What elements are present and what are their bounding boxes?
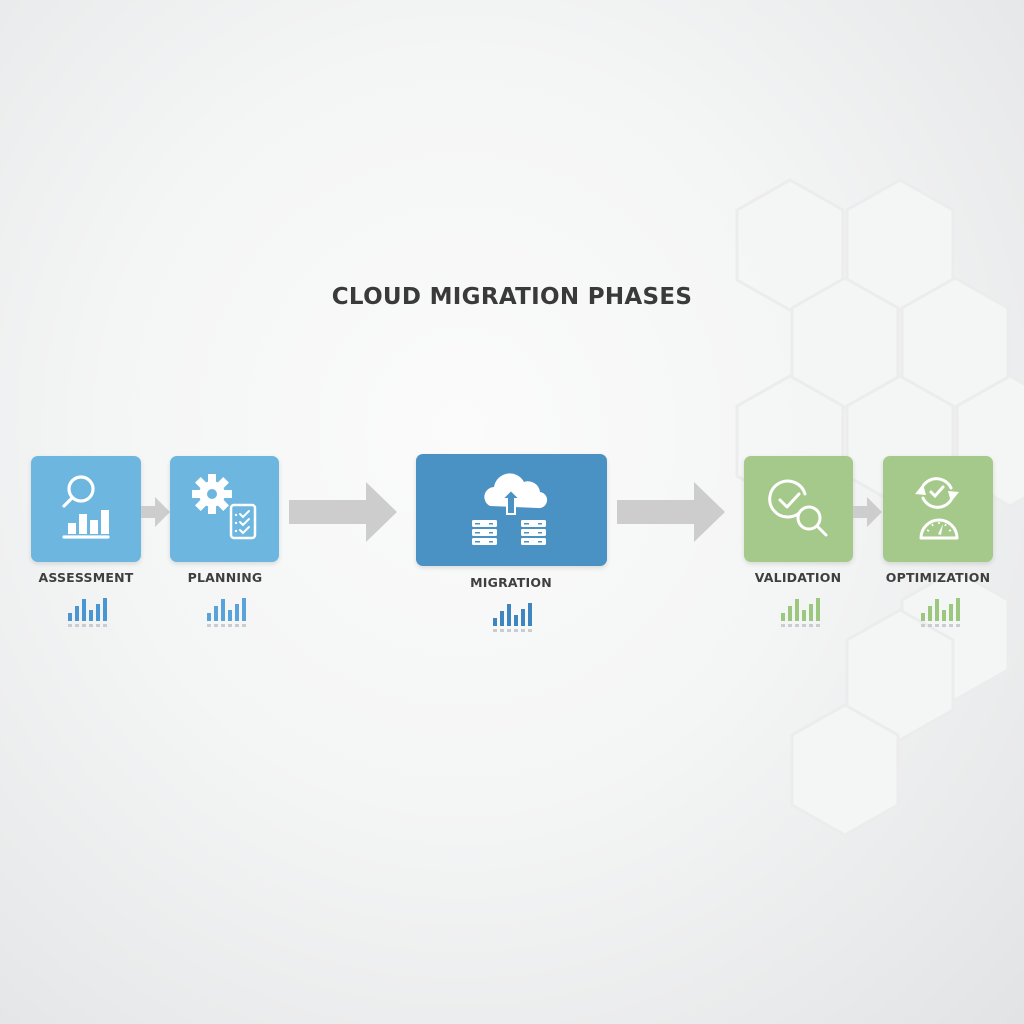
phase-box-migration[interactable] bbox=[416, 454, 607, 566]
phase-label-assessment: ASSESSMENT bbox=[38, 570, 134, 585]
cloud-upload-servers-icon bbox=[472, 473, 548, 545]
mini-bar-chart-icon bbox=[493, 603, 532, 632]
arrow-migration-to-validation bbox=[617, 482, 725, 542]
mini-bar-chart-icon bbox=[921, 598, 960, 627]
diagram-title: CLOUD MIGRATION PHASES bbox=[331, 284, 693, 310]
arrow-planning-to-migration bbox=[289, 482, 397, 542]
cycle-speedometer-icon bbox=[915, 477, 959, 540]
phase-box-validation[interactable] bbox=[744, 456, 853, 562]
phase-label-optimization: OPTIMIZATION bbox=[885, 570, 991, 585]
gear-checklist-icon bbox=[192, 474, 257, 540]
check-magnifier-icon bbox=[768, 479, 828, 537]
mini-bar-chart-icon bbox=[207, 598, 246, 627]
phase-box-assessment[interactable] bbox=[31, 456, 141, 562]
phase-box-optimization[interactable] bbox=[883, 456, 993, 562]
phase-label-planning: PLANNING bbox=[187, 570, 263, 585]
arrow-validation-to-optimization bbox=[853, 497, 882, 527]
arrow-assessment-to-planning bbox=[141, 497, 170, 527]
phase-label-validation: VALIDATION bbox=[754, 570, 842, 585]
phase-label-migration: MIGRATION bbox=[470, 575, 552, 590]
mini-bar-chart-icon bbox=[68, 598, 107, 627]
mini-bar-chart-icon bbox=[781, 598, 820, 627]
magnifier-bar-chart-icon bbox=[62, 475, 110, 539]
phase-box-planning[interactable] bbox=[170, 456, 279, 562]
